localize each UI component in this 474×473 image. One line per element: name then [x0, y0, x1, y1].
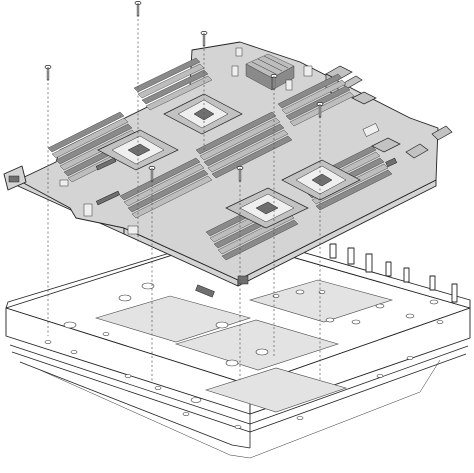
processor-3: [225, 187, 309, 229]
screw-2: [134, 1, 142, 17]
tray-base-line-right: [249, 359, 441, 459]
chassis-tray: [5, 231, 471, 459]
tray-rear-brackets: [329, 243, 458, 303]
screw-4: [270, 74, 278, 90]
screw-3: [200, 31, 208, 47]
tray-plate-3: [248, 279, 394, 323]
processor-4: [281, 159, 361, 201]
board-io-connector: [3, 165, 27, 191]
dimm-bank-b: [133, 57, 213, 111]
screw-1: [44, 65, 52, 81]
alignment-guides: [47, 10, 321, 382]
tray-left-edge: [5, 235, 227, 309]
screw-5: [316, 102, 324, 118]
board-misc-components: [59, 47, 313, 298]
processor-2: [163, 93, 243, 135]
tray-plate-1: [94, 295, 252, 343]
screw-7: [236, 166, 244, 182]
board-heatsink: [245, 53, 295, 91]
dimm-bank-c: [195, 111, 293, 179]
tray-plate-4: [204, 367, 348, 413]
screw-6: [148, 166, 156, 182]
tray-base-line: [39, 369, 251, 459]
tray-standoffs: [44, 282, 444, 429]
system-board: [3, 41, 453, 298]
tray-bottom-flange: [19, 361, 251, 449]
screws: [44, 1, 324, 182]
